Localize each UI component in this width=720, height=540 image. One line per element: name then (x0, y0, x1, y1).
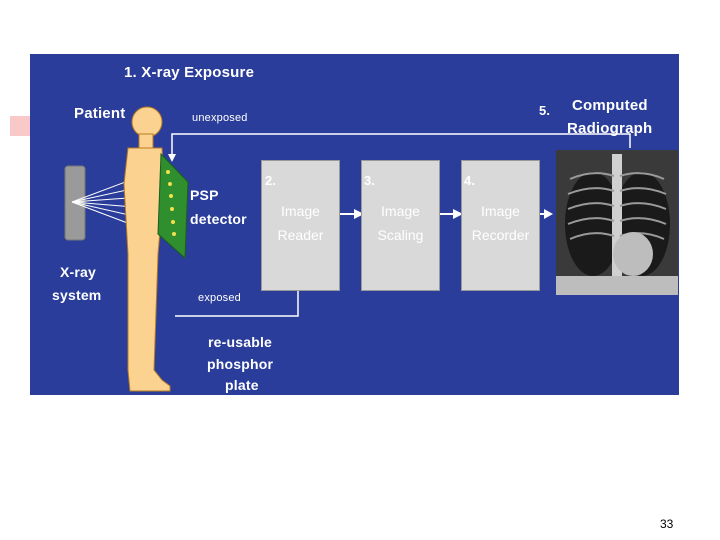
system-label: system (52, 287, 102, 303)
phosphor-label: phosphor (207, 356, 274, 372)
image-recorder-label-line1: Image (481, 203, 520, 219)
step-2-number: 2. (265, 173, 277, 188)
unexposed-arrow (168, 154, 176, 162)
radiograph-label: Radiograph (567, 120, 653, 137)
diagram-panel: Image Reader Image Scaling Image Recorde… (30, 54, 679, 395)
psp-detector-plate (157, 152, 189, 260)
image-scaling-label-line1: Image (381, 203, 420, 219)
xray-label: X-ray (60, 264, 97, 280)
step-4-number: 4. (464, 173, 476, 188)
radiograph-image (556, 150, 678, 295)
beam-hits (166, 170, 176, 236)
image-recorder-label-line2: Recorder (471, 227, 530, 243)
step-3-number: 3. (364, 173, 376, 188)
plate-label: plate (225, 377, 259, 393)
patient-figure (123, 106, 171, 392)
image-reader-box: Image Reader (261, 160, 340, 291)
detector-label: detector (190, 211, 247, 227)
exposed-label: exposed (198, 292, 241, 304)
step-5-number: 5. (539, 103, 551, 118)
image-reader-label-line1: Image (281, 203, 320, 219)
page-number: 33 (660, 517, 674, 531)
psp-label: PSP (190, 187, 219, 203)
reusable-label: re-usable (208, 334, 273, 350)
image-reader-label-line2: Reader (277, 227, 324, 243)
unexposed-path (171, 133, 631, 154)
image-scaling-label-line2: Scaling (377, 227, 424, 243)
image-recorder-box: Image Recorder (461, 160, 540, 291)
step-1-title: 1. X-ray Exposure (124, 64, 255, 81)
workflow-diagram (64, 106, 678, 392)
patient-label: Patient (74, 105, 126, 122)
slide-accent (10, 116, 34, 136)
computed-label: Computed (572, 97, 648, 114)
image-scaling-box: Image Scaling (361, 160, 440, 291)
unexposed-label: unexposed (192, 112, 248, 124)
